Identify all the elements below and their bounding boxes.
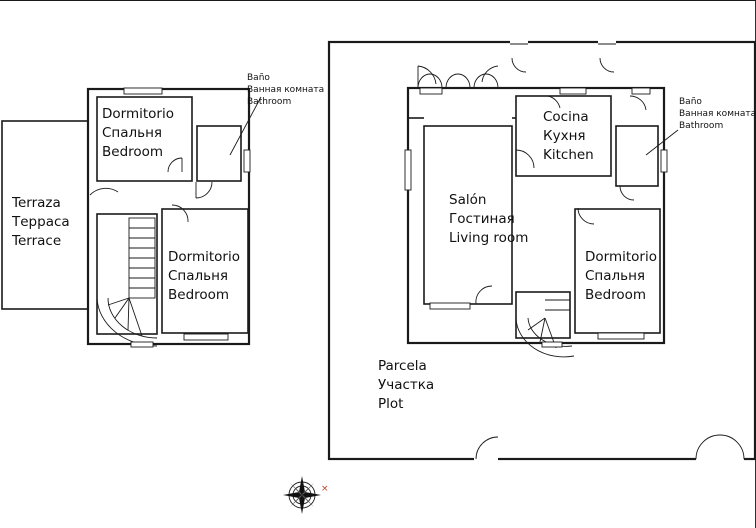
bedroom-right-window bbox=[597, 332, 645, 340]
gate-arc-bottom-right-b bbox=[719, 434, 745, 460]
bathroom-right-label: Baño Ванная комната Bathroom bbox=[679, 97, 756, 131]
bedroom-right-label: Dormitorio Спальня Bedroom bbox=[585, 249, 657, 303]
door-arc-gate-top-left bbox=[511, 57, 527, 73]
terrace-label: Terraza Терраса Terrace bbox=[12, 195, 70, 249]
ground-stairs-steps bbox=[515, 291, 575, 358]
bedroom-bottom-label: Dormitorio Спальня Bedroom bbox=[168, 249, 240, 303]
gate-arc-bottom-left bbox=[475, 436, 499, 460]
bedroom-bottom-window bbox=[183, 333, 229, 341]
door-arc-kitchen bbox=[515, 149, 535, 169]
kitchen-label: Cocina Кухня Kitchen bbox=[543, 109, 594, 163]
gate-arc-bottom-right-a bbox=[695, 434, 721, 460]
stair-well bbox=[96, 213, 158, 335]
upper-floor-plan bbox=[1, 87, 251, 348]
bathroom-left-label: Baño Ванная комната Bathroom bbox=[247, 73, 325, 107]
bathroom-left-window bbox=[243, 149, 251, 173]
kitchen-walls bbox=[515, 95, 612, 177]
upper-stairs-steps bbox=[96, 217, 158, 348]
door-arc-porch-right bbox=[629, 95, 647, 111]
compass-mark: × bbox=[321, 484, 329, 494]
bathroom-right-walls bbox=[615, 125, 659, 187]
bedroom-bottom-walls bbox=[161, 208, 249, 334]
kitchen-window bbox=[559, 87, 587, 95]
living-window-bottom bbox=[429, 302, 471, 310]
bathroom-right-side-window bbox=[660, 149, 668, 173]
door-arc-bathroom bbox=[195, 181, 213, 199]
door-arc-kitchen-top bbox=[547, 95, 561, 109]
bathroom-left-walls bbox=[196, 125, 242, 182]
plot-label: Parcela Участка Plot bbox=[378, 358, 435, 412]
bedroom-top-window bbox=[123, 87, 163, 95]
upper-floor-outer-wall bbox=[86, 87, 251, 346]
door-arc-bedroom-top bbox=[167, 157, 183, 173]
bedroom-top-walls bbox=[96, 96, 193, 182]
porch-arches bbox=[417, 65, 499, 89]
living-room-label: Salón Гостиная Living room bbox=[449, 192, 529, 246]
door-arc-terrace bbox=[89, 187, 119, 196]
compass-rose-icon bbox=[283, 476, 321, 514]
door-arc-bedroom-right bbox=[577, 207, 595, 225]
porch-window bbox=[419, 87, 443, 95]
bathroom-right-leader bbox=[645, 129, 679, 156]
bedroom-top-label: Dormitorio Спальня Bedroom bbox=[102, 106, 174, 160]
living-window-left bbox=[404, 149, 412, 191]
plot-boundary bbox=[327, 40, 756, 461]
door-arc-living-bottom bbox=[475, 285, 493, 305]
door-arc-gate-top-right bbox=[599, 57, 615, 73]
house-outer-wall bbox=[406, 86, 666, 345]
door-arc-bathroom-right bbox=[619, 185, 635, 201]
door-arc-bedroom-bottom bbox=[171, 204, 189, 223]
bathroom-right-window bbox=[631, 87, 651, 95]
ground-floor-plan bbox=[327, 40, 756, 462]
bathroom-left-leader bbox=[229, 96, 262, 156]
